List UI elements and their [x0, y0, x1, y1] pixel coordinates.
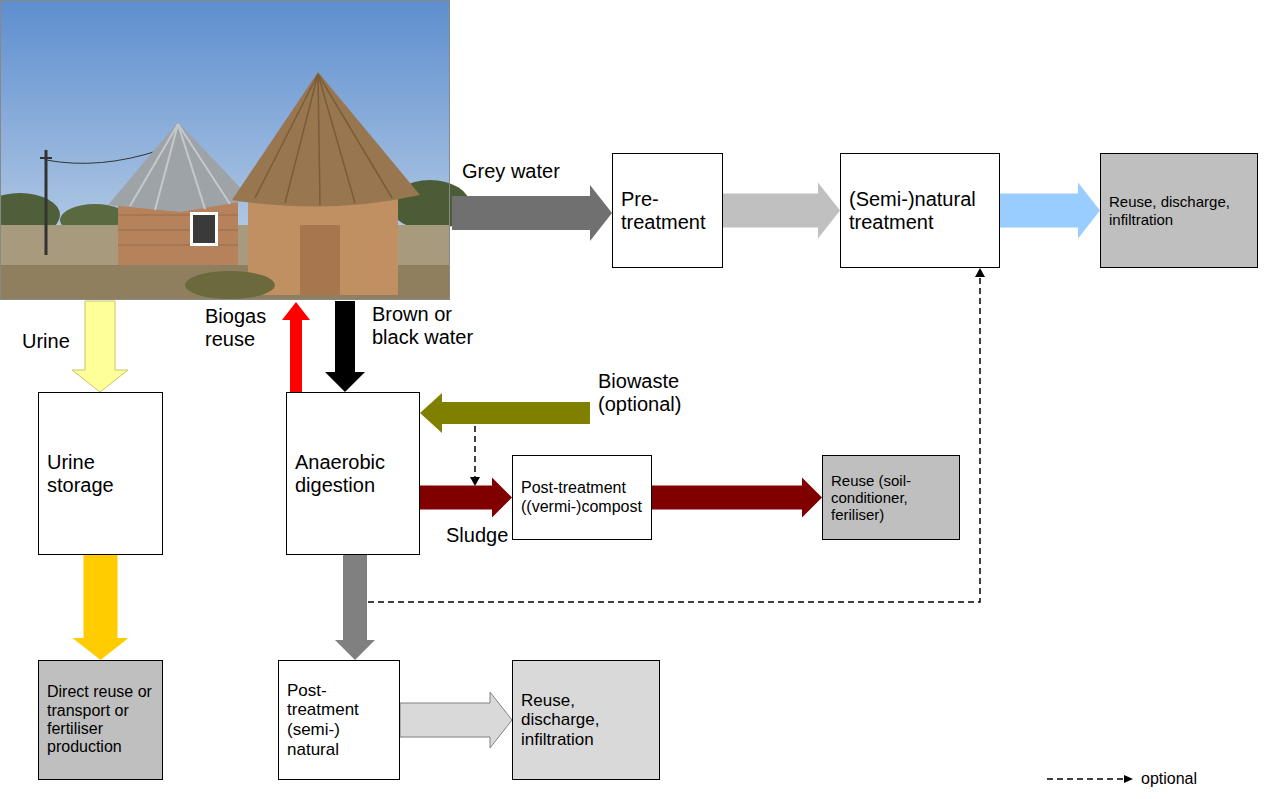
door [300, 225, 340, 295]
process-box: Reuse (soil-conditioner, feriliser) [822, 455, 960, 540]
sky [0, 0, 450, 300]
window [193, 215, 215, 243]
wire [46, 150, 160, 163]
block-arrow [73, 555, 129, 660]
process-box: Anaerobic digestion [286, 392, 420, 555]
thatch-lines [255, 74, 392, 205]
flow-arrow [355, 268, 985, 602]
biowaste-arrow [420, 393, 590, 433]
dashed-line [474, 426, 476, 478]
brick-lines [118, 215, 238, 245]
process-box: Reuse, discharge, infiltration [512, 660, 660, 780]
flow-label: Brown or black water [372, 303, 502, 349]
box-label: Reuse, discharge, infiltration [521, 691, 651, 750]
process-box: (Semi-)natural treatment [840, 153, 1000, 268]
block-arrow [1000, 183, 1100, 239]
bush [185, 271, 275, 299]
box-label: Anaerobic digestion [295, 451, 411, 497]
block-arrow [420, 478, 512, 518]
flow-label: Grey water [462, 160, 592, 183]
flow-label: Biogas reuse [205, 305, 279, 351]
dashed-connector [355, 276, 980, 602]
roof-lines [130, 124, 230, 210]
window [190, 212, 218, 246]
flow-label: Biowaste (optional) [598, 370, 716, 416]
black-water-arrow [325, 301, 365, 392]
flow-arrow [73, 555, 129, 660]
flow-arrow [420, 478, 512, 518]
process-box: Urine storage [38, 392, 163, 555]
flow-label: Urine [22, 330, 92, 353]
box-label: Pre-treatment [621, 188, 714, 234]
box-label: Reuse (soil-conditioner, feriliser) [831, 472, 951, 524]
dashed-sample [1047, 778, 1125, 780]
metal-roof [108, 122, 252, 212]
process-box: Reuse, discharge, infiltration [1100, 153, 1258, 268]
legend-sample [1045, 772, 1137, 786]
flow-arrow [400, 692, 512, 748]
box-label: Direct reuse or transport or fertiliser … [47, 683, 154, 757]
edge-label: Sludge [446, 524, 508, 547]
flow-arrow [335, 555, 375, 660]
legend-row: optional [1045, 770, 1197, 788]
block-arrow [335, 555, 375, 660]
box-label: Post-treatment ((vermi-)compost [521, 479, 643, 516]
box-label: (Semi-)natural treatment [849, 188, 991, 234]
arrowhead [975, 268, 985, 277]
box-label: Reuse, discharge, infiltration [1109, 193, 1249, 228]
arrowhead [1124, 775, 1133, 783]
pole [45, 150, 48, 255]
grey-water-arrow [452, 185, 612, 241]
legend-text: optional [1141, 770, 1197, 788]
block-arrow [723, 183, 840, 239]
flow-arrow [1000, 183, 1100, 239]
box-label: Urine storage [47, 451, 154, 497]
photo-frame [1, 1, 450, 300]
process-box: Post-treatment (semi-) natural [278, 660, 400, 780]
process-box: Post-treatment ((vermi-)compost [512, 455, 652, 540]
biogas-arrow [282, 302, 310, 392]
flow-arrow [652, 478, 822, 518]
flow-arrow [723, 183, 840, 239]
photo-illustration [0, 0, 470, 300]
pole [40, 157, 52, 159]
block-arrow [652, 478, 822, 518]
urine-arrow [72, 301, 128, 392]
box-label: Post-treatment (semi-) natural [287, 681, 391, 759]
arrowhead [470, 477, 480, 486]
thatch-roof [232, 72, 420, 206]
process-box: Pre-treatment [612, 153, 723, 268]
block-arrow [400, 692, 512, 748]
process-box: Direct reuse or transport or fertiliser … [38, 660, 163, 780]
